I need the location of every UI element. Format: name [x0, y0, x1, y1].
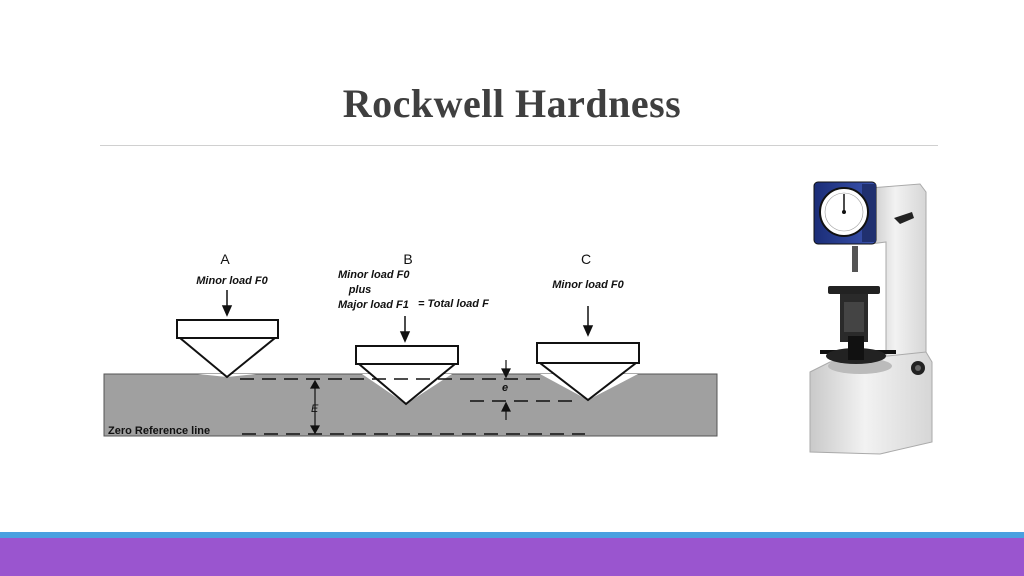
stage-a-letter: A: [220, 251, 230, 267]
load-arrow-c: [582, 306, 594, 337]
stage-b-caption-line1: Minor load F0: [338, 269, 410, 281]
indenter-c: [536, 342, 640, 402]
stage-a-caption: Minor load F0: [196, 275, 268, 287]
title-divider: [100, 145, 938, 146]
load-lever: [894, 212, 914, 224]
stage-b-caption-line2: plus: [348, 284, 372, 296]
zero-reference-label: Zero Reference line: [108, 425, 210, 437]
indenter-a: [176, 319, 279, 379]
load-arrow-a: [221, 290, 233, 317]
stage-c-letter: C: [581, 251, 591, 267]
stage-c-caption: Minor load F0: [552, 279, 624, 291]
slide-title: Rockwell Hardness: [342, 81, 682, 126]
dimension-e-label: e: [502, 382, 508, 394]
accent-band: [0, 532, 1024, 538]
stage-b-caption-line3: Major load F1: [338, 299, 409, 311]
tester-column: [869, 183, 927, 378]
indenter-b: [355, 345, 459, 406]
stage-b-total-load: = Total load F: [418, 298, 489, 310]
dimension-e-large: [309, 379, 321, 435]
dimension-e-small: [501, 360, 511, 420]
indentation-diagram: A B C Minor load F0 Minor load F0 plus M…: [103, 251, 718, 437]
anvil-table: [828, 286, 880, 294]
dimension-E-label: E: [311, 403, 319, 415]
rockwell-hardness-tester-icon: [809, 181, 933, 455]
footer-band: [0, 538, 1024, 576]
load-arrow-b: [399, 316, 411, 343]
stage-b-letter: B: [403, 251, 412, 267]
